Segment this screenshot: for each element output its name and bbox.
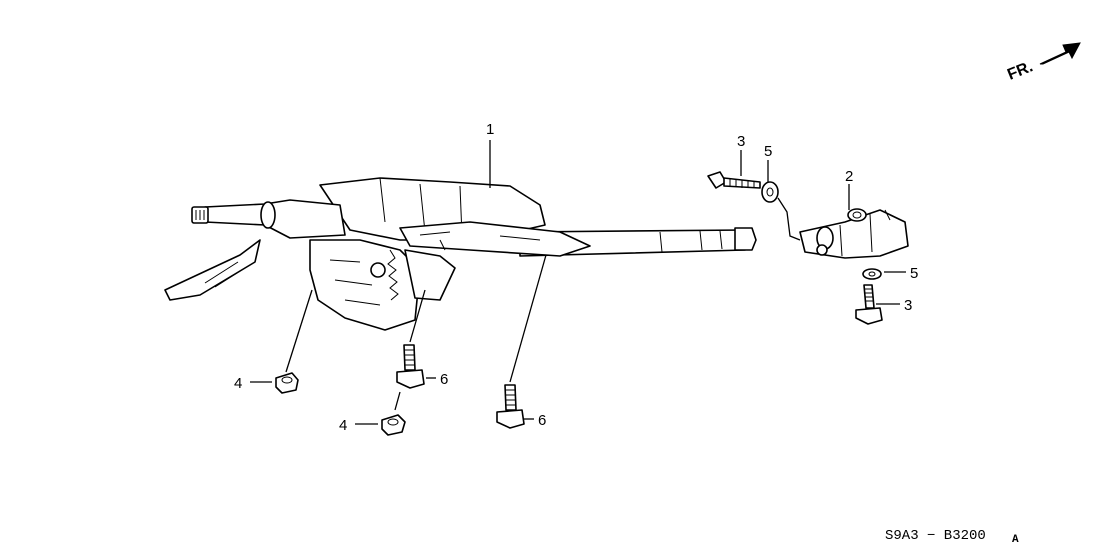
- flange-bolt-lower: [855, 284, 883, 325]
- callout-3-lower: 3: [904, 297, 912, 314]
- washer-upper: [761, 181, 779, 203]
- front-arrow-icon: [1039, 42, 1081, 65]
- flange-nut-left: [275, 372, 299, 394]
- callout-4-left: 4: [234, 375, 242, 392]
- stud-bolt-center: [396, 344, 425, 389]
- callout-2: 2: [845, 168, 853, 185]
- callout-3-upper: 3: [737, 133, 745, 150]
- stud-bolt-right: [496, 384, 525, 429]
- callout-5-lower: 5: [910, 265, 918, 282]
- front-direction-label: FR.: [1005, 58, 1035, 83]
- diagram-code-suffix: A: [1012, 534, 1019, 546]
- universal-joint: [799, 208, 909, 259]
- callout-5-upper: 5: [764, 143, 772, 160]
- front-direction-indicator: FR.: [1005, 42, 1081, 84]
- callout-1: 1: [486, 121, 494, 138]
- callout-4-center: 4: [339, 417, 347, 434]
- flange-nut-center: [381, 414, 406, 436]
- washer-lower: [862, 268, 882, 280]
- flange-bolt-upper: [707, 171, 761, 189]
- callout-6-right: 6: [538, 412, 546, 429]
- diagram-code: S9A3 − B3200: [885, 528, 986, 544]
- steering-column-assembly: [164, 177, 757, 331]
- callout-6-center: 6: [440, 371, 448, 388]
- leader-lines: [250, 140, 906, 425]
